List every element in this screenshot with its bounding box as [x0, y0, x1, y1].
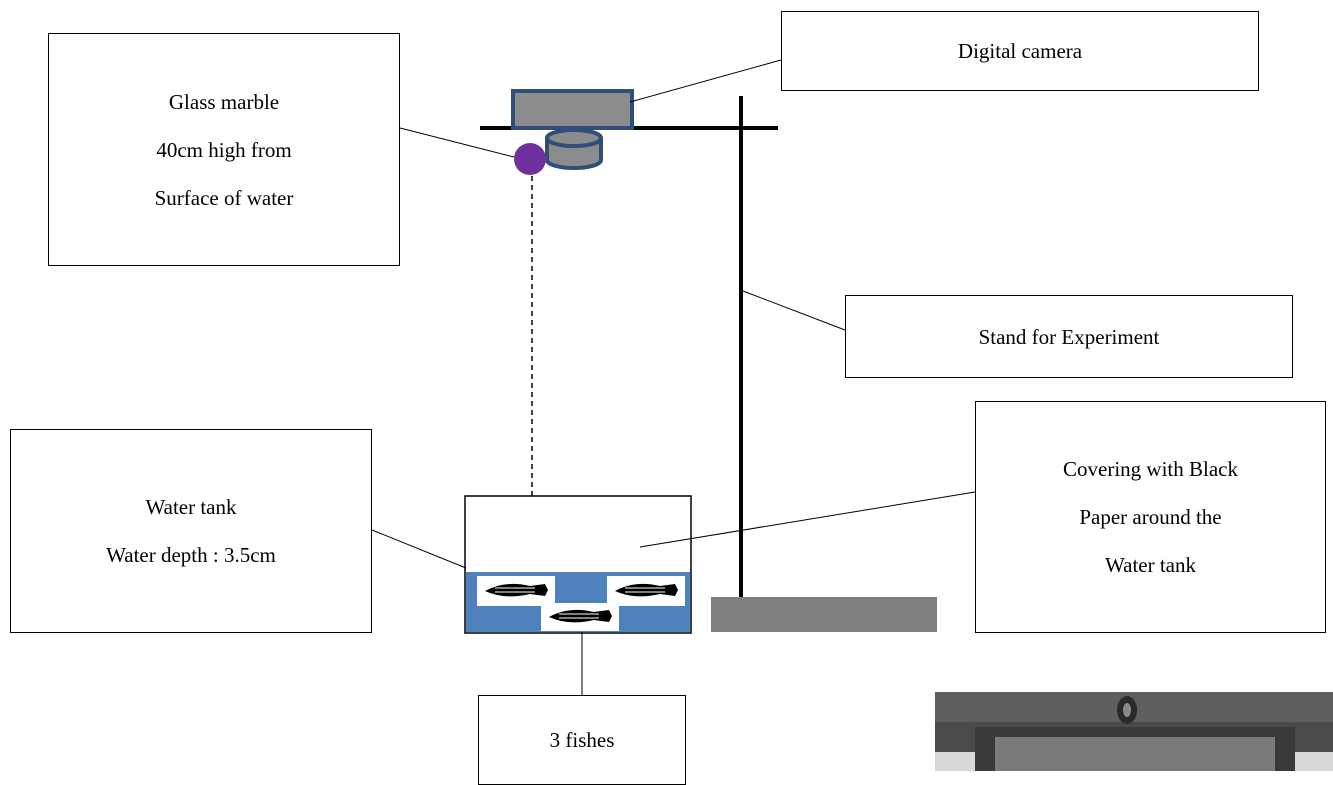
stand-label-box: Stand for Experiment: [845, 295, 1293, 378]
leader-tank: [371, 529, 467, 569]
glass-marble-icon: [514, 143, 546, 175]
camera-lens-icon: [545, 128, 603, 170]
tank-label-line-2: Water depth : 3.5cm: [106, 543, 276, 567]
leader-camera: [629, 59, 782, 103]
marble-label-box: Glass marble 40cm high from Surface of w…: [48, 33, 400, 266]
fishes-label-box: 3 fishes: [478, 695, 686, 785]
camera-label: Digital camera: [957, 39, 1083, 63]
leader-stand: [742, 290, 846, 331]
stand-label: Stand for Experiment: [978, 324, 1160, 349]
apparatus-photo: [935, 692, 1333, 771]
tank-label-line-1: Water tank: [145, 495, 237, 519]
covering-label-line-2: Paper around the: [1079, 505, 1222, 529]
fish-icon: [541, 603, 619, 631]
covering-label-line-1: Covering with Black: [1063, 457, 1238, 481]
tank-label-box: Water tank Water depth : 3.5cm: [10, 429, 372, 633]
covering-label-line-3: Water tank: [1104, 553, 1196, 577]
fish-icon: [607, 576, 685, 606]
leader-marble: [399, 127, 515, 158]
camera-icon: [511, 89, 634, 130]
marble-label-line-3: Surface of water: [154, 185, 294, 210]
marble-label-line-2: 40cm high from: [156, 137, 292, 162]
marble-label-line-1: Glass marble: [168, 89, 280, 114]
stand-base: [711, 597, 937, 632]
fishes-label: 3 fishes: [549, 728, 615, 752]
leader-covering: [639, 491, 976, 548]
camera-label-box: Digital camera: [781, 11, 1259, 91]
covering-label-box: Covering with Black Paper around the Wat…: [975, 401, 1326, 633]
fish-icon: [477, 576, 555, 606]
